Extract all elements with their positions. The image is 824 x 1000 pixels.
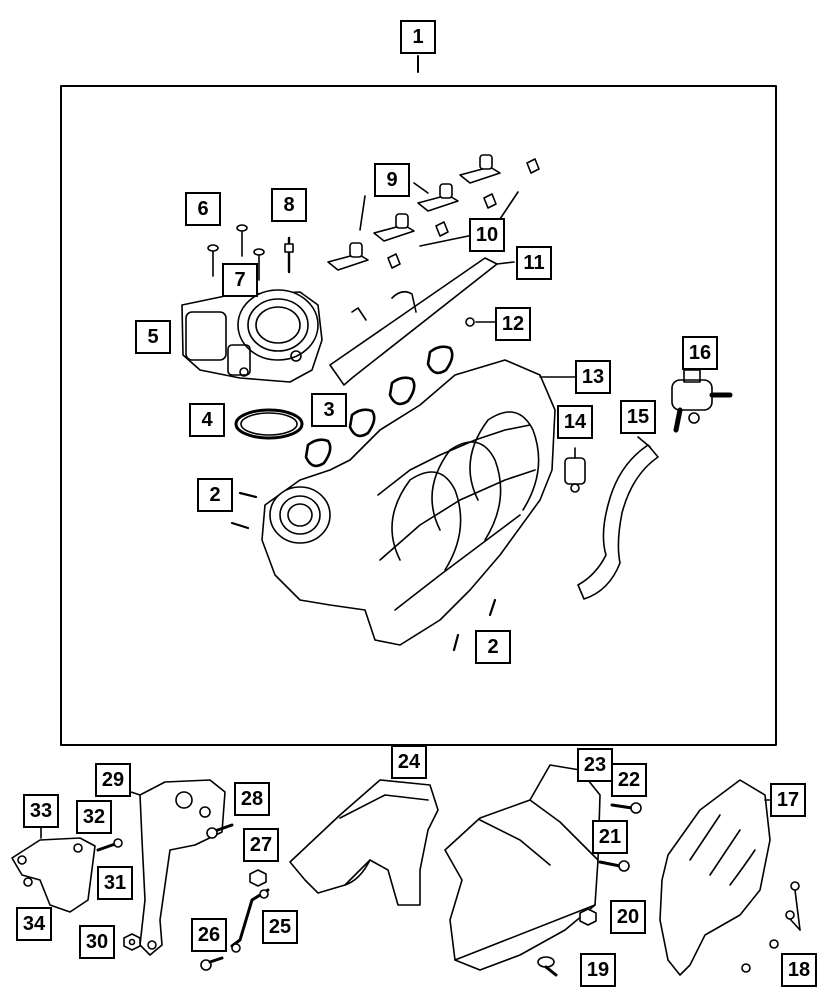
callout-14: 14 xyxy=(557,405,593,439)
pushpin-19-part xyxy=(537,956,558,977)
callout-8: 8 xyxy=(271,188,307,222)
bracket-33-part xyxy=(11,825,96,913)
callout-18: 18 xyxy=(781,953,817,987)
callout-17: 17 xyxy=(770,783,806,817)
callout-2-left: 2 xyxy=(197,478,233,512)
purge-valve-part xyxy=(671,369,733,433)
bolt-31-part xyxy=(96,838,123,852)
heat-shield-23-part xyxy=(444,764,601,971)
callout-20: 20 xyxy=(610,900,646,934)
ground-strap-part xyxy=(230,888,270,953)
callout-34: 34 xyxy=(16,907,52,941)
callout-15: 15 xyxy=(620,400,656,434)
callout-7: 7 xyxy=(222,263,258,297)
throttle-bolts-part xyxy=(207,224,265,281)
intake-gaskets-part xyxy=(304,345,454,468)
callout-29: 29 xyxy=(95,763,131,797)
bolt-28-part xyxy=(206,823,234,839)
bracket-29-part xyxy=(124,779,226,956)
callout-28: 28 xyxy=(234,782,270,816)
callout-26: 26 xyxy=(191,918,227,952)
manifold-studs-part xyxy=(230,491,497,652)
callout-3: 3 xyxy=(311,393,347,427)
fuel-injectors-part xyxy=(327,154,501,271)
intake-manifold-part xyxy=(261,359,576,646)
callout-31: 31 xyxy=(97,866,133,900)
nut-20-part xyxy=(579,908,597,926)
purge-hose-part xyxy=(577,436,659,600)
small-screw-part xyxy=(465,317,496,327)
callout-16: 16 xyxy=(682,336,718,370)
nut-30-part xyxy=(123,933,141,951)
callout-13: 13 xyxy=(575,360,611,394)
callout-27: 27 xyxy=(243,828,279,862)
callout-21: 21 xyxy=(592,820,628,854)
callout-23: 23 xyxy=(577,748,613,782)
throttle-body-part xyxy=(181,289,323,383)
bolts-18-part xyxy=(741,881,801,973)
bolt-22-part xyxy=(610,802,642,814)
heat-shield-17-part xyxy=(659,779,777,976)
callout-11: 11 xyxy=(516,246,552,280)
callout-10: 10 xyxy=(469,218,505,252)
map-sensor-part xyxy=(564,447,586,493)
bolt-21-part xyxy=(598,860,630,872)
stud-part xyxy=(284,236,294,274)
heat-shield-24-part xyxy=(289,779,439,906)
callout-32: 32 xyxy=(76,800,112,834)
callout-4: 4 xyxy=(189,403,225,437)
bolt-26-part xyxy=(200,956,224,971)
callout-9: 9 xyxy=(374,163,410,197)
callout-2-bottom: 2 xyxy=(475,630,511,664)
callout-30: 30 xyxy=(79,925,115,959)
callout-25: 25 xyxy=(262,910,298,944)
callout-22: 22 xyxy=(611,763,647,797)
callout-6: 6 xyxy=(185,192,221,226)
callout-12: 12 xyxy=(495,307,531,341)
nut-27-part xyxy=(249,869,267,887)
callout-33: 33 xyxy=(23,794,59,828)
callout-19: 19 xyxy=(580,953,616,987)
o-ring-part xyxy=(234,408,304,440)
callout-5: 5 xyxy=(135,320,171,354)
callout-24: 24 xyxy=(391,745,427,779)
injector-clips-part xyxy=(387,158,540,269)
fuel-rail-part xyxy=(329,257,515,386)
callout-1: 1 xyxy=(400,20,436,54)
